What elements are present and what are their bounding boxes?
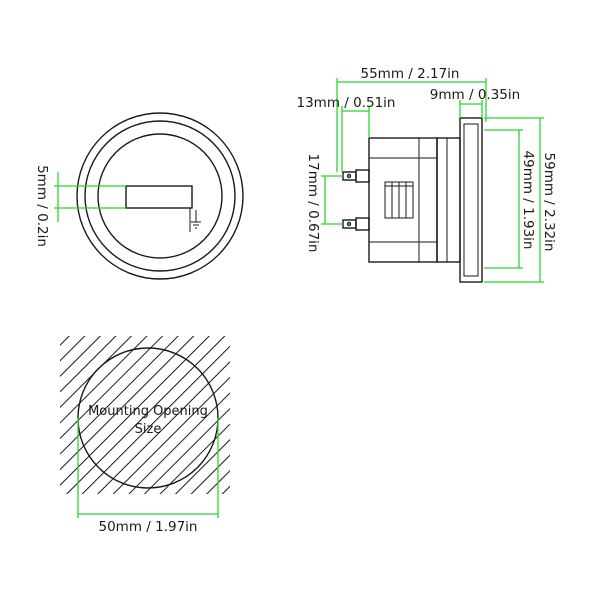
dimension-overall-depth: 55mm / 2.17in — [336, 66, 487, 172]
hatched-panel — [60, 336, 230, 494]
front-face — [97, 133, 223, 259]
dimension-bezel-diameter: 59mm / 2.32in — [484, 117, 557, 283]
bezel-diameter-label: 59mm / 2.32in — [541, 153, 557, 252]
front-bezel-inner — [84, 120, 236, 272]
display-window — [125, 185, 193, 209]
side-ring — [436, 137, 461, 263]
body-height-label: 49mm / 1.93in — [520, 151, 536, 250]
dimension-body-height: 49mm / 1.93in — [484, 129, 536, 269]
dimension-opening-width: 50mm / 1.97in — [77, 418, 219, 535]
display-height-label: 5mm / 0.2in — [34, 165, 50, 247]
dimension-body-depth: 13mm / 0.51in — [297, 95, 396, 172]
side-bezel — [459, 117, 483, 283]
opening-width-label: 50mm / 1.97in — [99, 519, 198, 535]
terminal-spacing-label: 17mm / 0.67in — [305, 154, 321, 253]
dimension-bezel-thickness: 9mm / 0.35in — [430, 87, 520, 118]
overall-depth-label: 55mm / 2.17in — [361, 66, 460, 82]
cutout-label-line1: Mounting Opening — [88, 404, 208, 419]
bezel-thickness-label: 9mm / 0.35in — [430, 87, 520, 103]
cutout-label-line2: Size — [135, 422, 162, 437]
side-connector — [384, 181, 414, 219]
mounting-cutout-view: Mounting Opening Size 50mm / 1.97in — [60, 336, 230, 535]
body-depth-label: 13mm / 0.51in — [297, 95, 396, 111]
front-view: 5mm / 0.2in — [34, 112, 244, 280]
terminal-bottom — [342, 217, 370, 231]
ground-symbol — [189, 208, 201, 232]
terminal-top — [342, 169, 370, 183]
side-view: 55mm / 2.17in 13mm / 0.51in 9mm / 0.35in… — [297, 66, 557, 283]
side-bezel-inner — [463, 123, 479, 277]
side-housing — [368, 137, 438, 263]
front-bezel-outer — [76, 112, 244, 280]
dimension-terminal-spacing: 17mm / 0.67in — [305, 154, 343, 253]
dimension-display-height: 5mm / 0.2in — [34, 165, 126, 247]
